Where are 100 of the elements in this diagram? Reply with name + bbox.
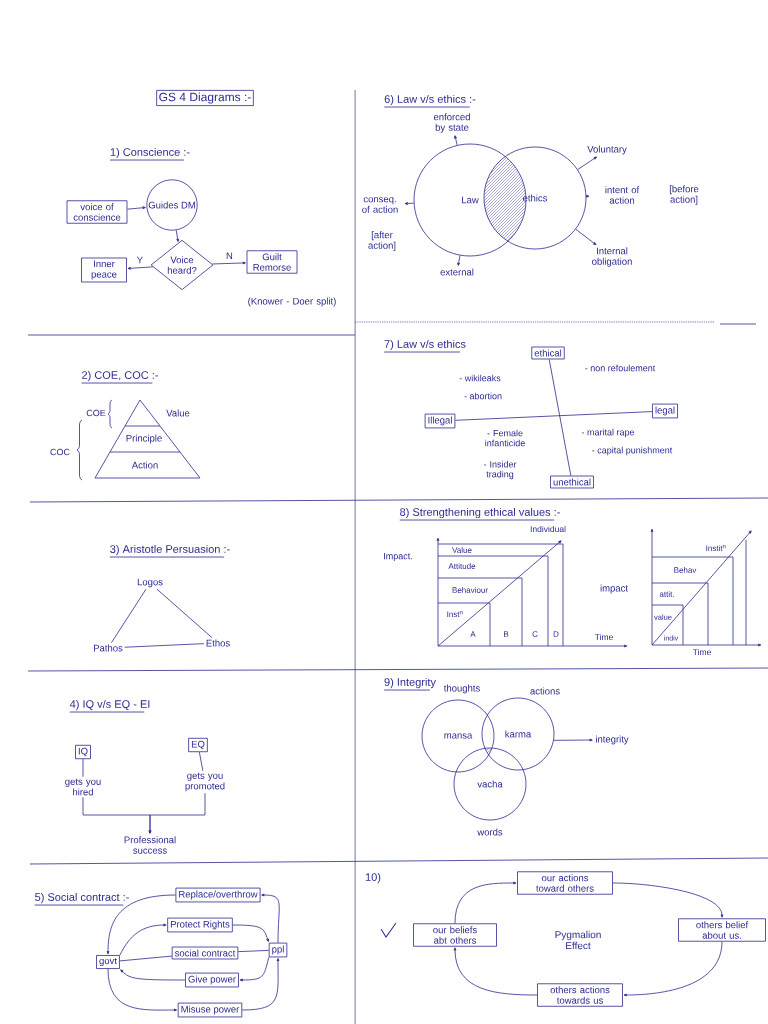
circle-node: vacha: [453, 747, 527, 821]
axis-label: impact: [600, 584, 628, 594]
arrow: [127, 266, 154, 270]
chart-label: C: [532, 631, 538, 637]
section-heading: 3) Aristotle Persuasion :-: [109, 544, 230, 558]
connector-line: [454, 411, 653, 421]
text-box: ethical: [531, 346, 565, 360]
arrow: [404, 202, 415, 205]
chart-label: Inst$^{n}$: [447, 610, 463, 618]
label-text: COE: [86, 409, 106, 417]
text-box: EQ: [188, 737, 208, 753]
text-box: Replace/overthrow: [175, 887, 261, 903]
text-box: Give power: [185, 972, 239, 988]
arrow: [175, 229, 180, 242]
section-heading: 2) COE, COC :-: [81, 370, 158, 384]
tier-label: Value: [166, 409, 190, 417]
section-number: 10): [365, 872, 381, 884]
chart-label: A: [470, 631, 476, 637]
text-box: social contract: [171, 946, 239, 960]
label-text: COC: [50, 448, 70, 456]
node-text: intent of action: [605, 186, 640, 204]
arrow: [119, 923, 167, 956]
node-text: gets you hired: [65, 778, 101, 796]
text-box: Misuse power: [177, 1002, 243, 1018]
arrow: [148, 792, 206, 834]
chart-label: Instit$^{n}$: [706, 544, 726, 552]
arrow: [577, 156, 597, 170]
text-box: govt: [96, 955, 120, 969]
arrow: [553, 738, 593, 742]
text-box: Illegal: [424, 413, 456, 429]
node-text: Logos: [137, 578, 163, 588]
text-box: others belief about us.: [678, 918, 766, 942]
text-box: our beliefs abt others: [413, 923, 497, 947]
node-text: Voluntary: [587, 145, 627, 155]
arrow: [454, 135, 458, 146]
connector-line: [111, 588, 147, 643]
chart-label: D: [553, 631, 559, 637]
side-note: thoughts: [443, 684, 480, 694]
connector-line: [156, 588, 213, 638]
arrow: [575, 228, 597, 246]
arrow: [241, 958, 280, 1011]
centre-text: Pygmalion Effect: [555, 930, 601, 950]
chart-label: Behav: [674, 567, 697, 573]
arrow: [612, 882, 724, 918]
connector-line: [237, 950, 270, 953]
arrow: [457, 255, 461, 266]
side-note: [after action]: [368, 231, 396, 251]
connector-line: [548, 359, 572, 476]
arrow: [454, 881, 517, 924]
tier-label: Action: [131, 461, 158, 469]
section-heading: 1) Conscience :-: [109, 147, 190, 161]
example-text: - Insider trading: [483, 460, 517, 480]
side-note: words: [477, 828, 503, 836]
example-text: - wikileaks: [459, 374, 501, 382]
side-note: [before action]: [669, 185, 699, 205]
arrow: [232, 924, 269, 942]
node-text: conseq. of action: [362, 197, 398, 213]
example-text: - non refoulement: [585, 364, 656, 372]
chart-label: Value: [452, 547, 472, 553]
chart-label: Behaviour: [452, 587, 488, 593]
node-text: Ethos: [206, 639, 230, 647]
node-text: enforced by state: [433, 113, 470, 133]
node-text: integrity: [596, 735, 629, 745]
axis-label: Time: [594, 633, 613, 641]
example-text: - capital punishment: [592, 446, 673, 456]
chart-label: Individual: [530, 525, 566, 533]
tier-label: Principle: [126, 434, 162, 444]
node-text: gets you promoted: [185, 772, 225, 792]
arrow: [239, 956, 270, 982]
axis-label: Time: [692, 648, 711, 656]
example-text: - Female infanticide: [485, 429, 525, 447]
text-box: IQ: [75, 744, 91, 760]
side-note: (Knower - Doer split): [248, 297, 336, 307]
section-heading: 7) Law v/s ethics: [383, 339, 466, 353]
edge-label: N: [224, 251, 234, 260]
arrow: [120, 969, 186, 981]
text-box: Inner peace: [81, 257, 127, 283]
edge-label: Y: [135, 255, 145, 265]
circle-node: karma: [481, 697, 555, 771]
connector-line: [198, 751, 204, 772]
arrow: [106, 894, 176, 955]
axis-label: Impact.: [384, 552, 412, 562]
node-text: Pathos: [94, 644, 123, 652]
text-box: others actions towards us: [537, 983, 623, 1007]
text-box: unethical: [550, 475, 594, 489]
example-text: - marital rape: [581, 428, 635, 438]
text-box: voice of conscience: [66, 200, 128, 224]
circle-node: ethics: [483, 146, 587, 250]
text-box: Guilt Remorse: [246, 250, 298, 274]
section-heading: 6) Law v/s ethics :-: [383, 94, 476, 108]
connector-line: [82, 758, 84, 778]
text-box: our actions toward others: [517, 871, 613, 895]
circle-node: mansa: [421, 699, 495, 773]
side-note: actions: [530, 687, 560, 695]
circle-node: Guides DM: [146, 179, 198, 231]
node-text: external: [440, 268, 474, 276]
text-box: ppl: [268, 942, 288, 958]
node-text: Professional success: [124, 836, 176, 854]
arrow: [453, 947, 538, 996]
connector-line: [119, 955, 173, 962]
